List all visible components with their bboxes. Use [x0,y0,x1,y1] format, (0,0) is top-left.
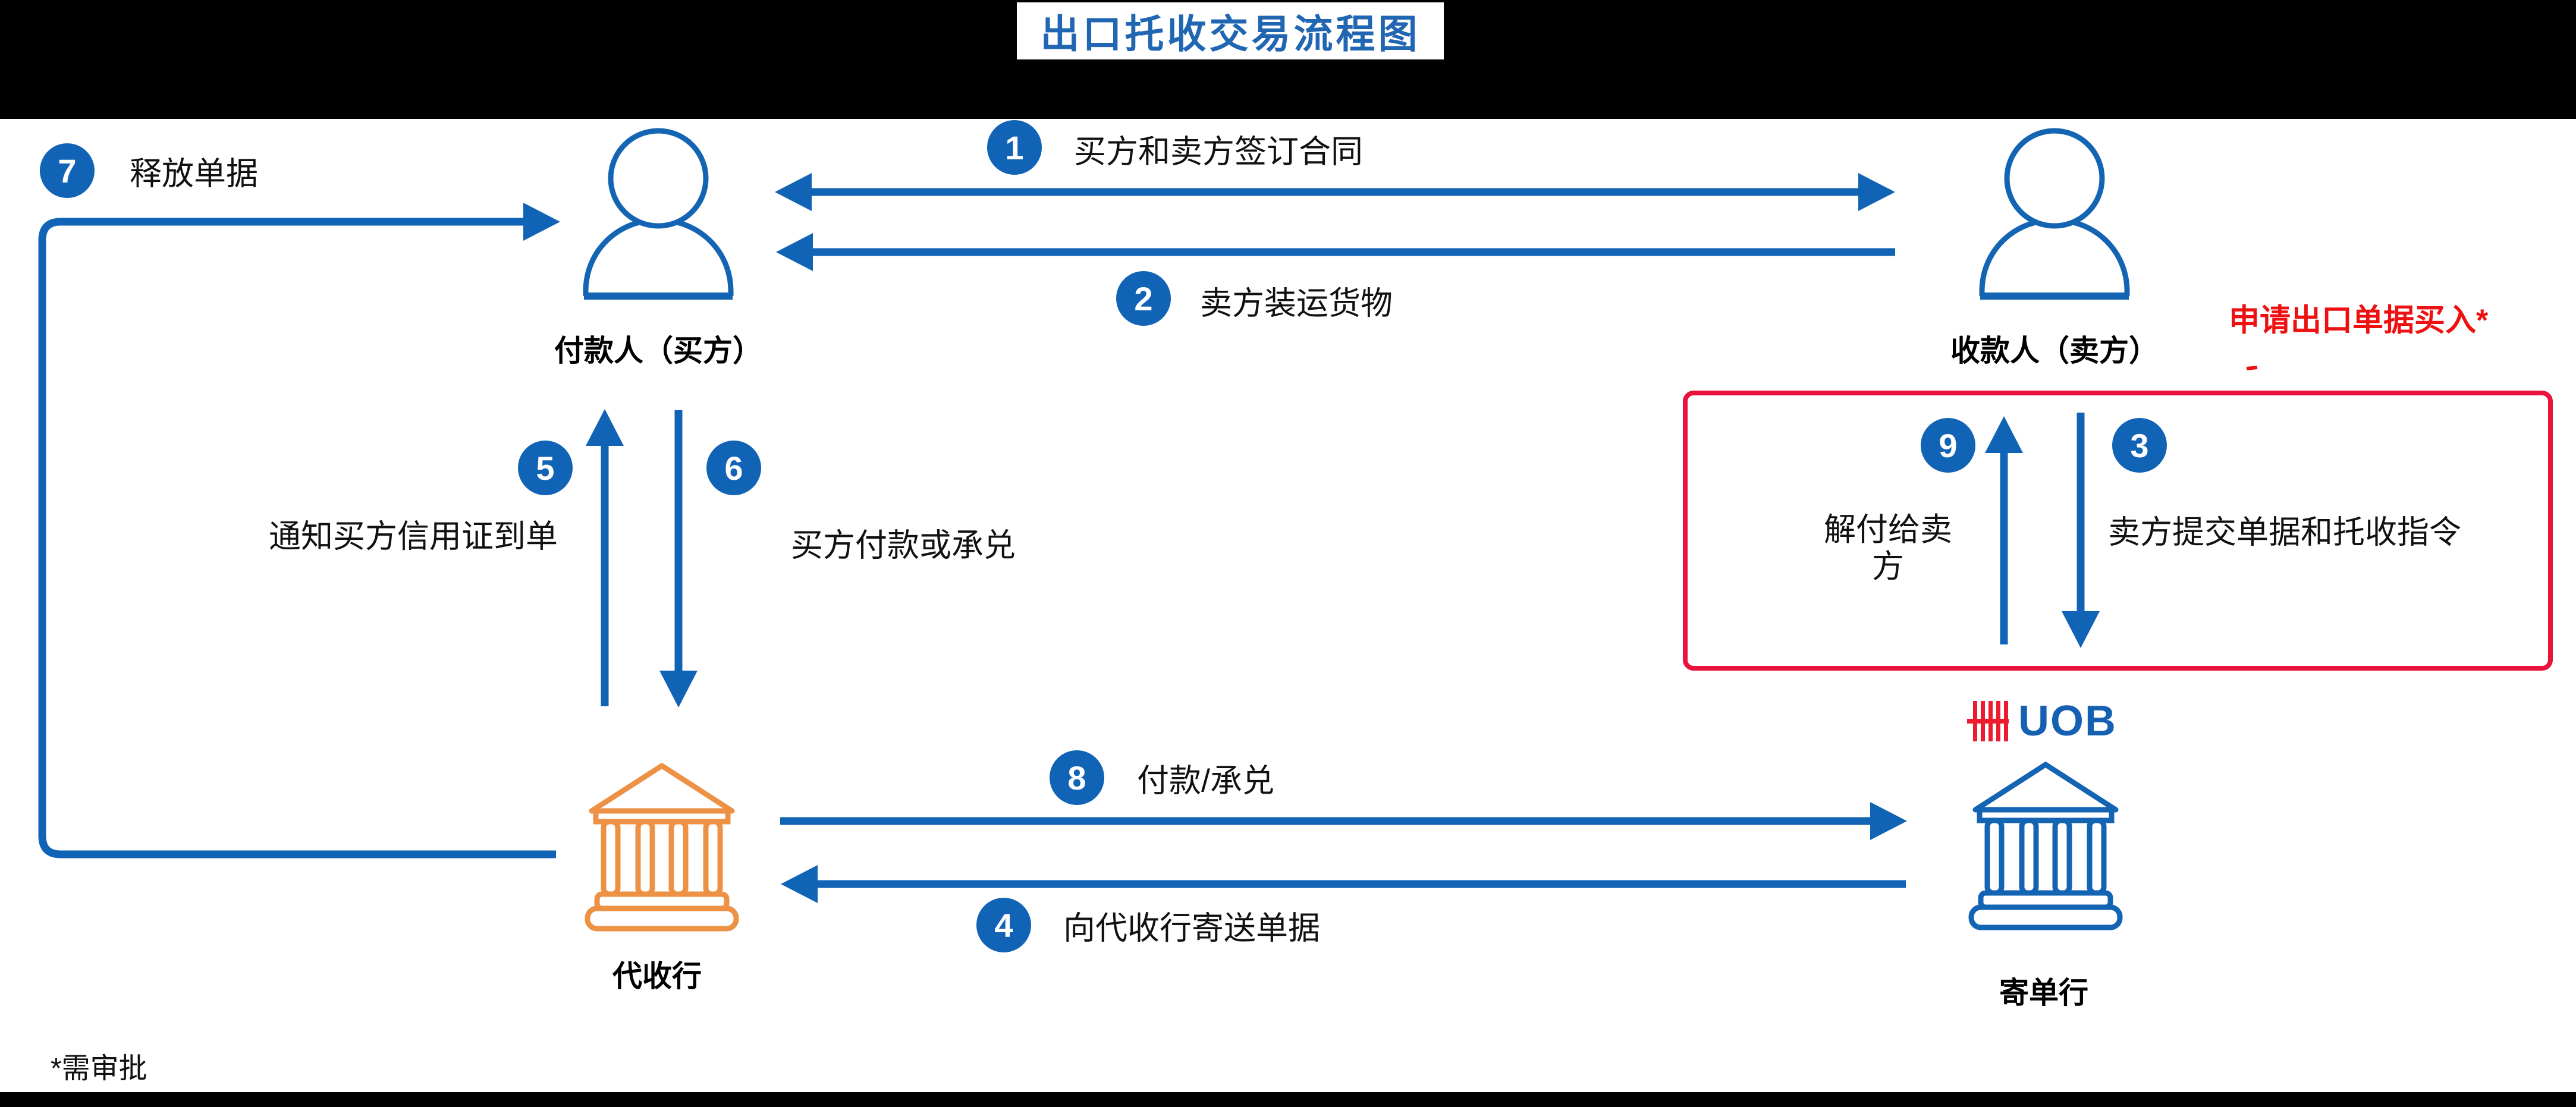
step-7-badge: 7 [40,143,95,198]
buyer-label: 付款人（买方） [554,334,762,367]
step-2-label: 卖方装运货物 [1200,285,1393,322]
uob-logo: UOB [1967,697,2117,746]
step-8-badge: 8 [1050,750,1104,805]
step-4-badge: 4 [976,898,1031,952]
step-4-label: 向代收行寄送单据 [1063,910,1320,946]
arrow-step-6-down-icon [659,410,698,707]
seller-label: 收款人（卖方） [1950,334,2159,367]
uob-five-bars-icon [1967,701,2009,741]
arrow-step-9-up-icon [1985,416,2023,644]
arrow-step-7-elbow-icon [38,203,560,858]
arrow-step-3-down-icon [2062,413,2100,648]
export-purchase-highlight-box [1683,391,2553,671]
step-9-label: 解付给卖方 [1824,512,1952,584]
remitting-bank-label: 寄单行 [1999,976,2088,1009]
step-3-badge: 3 [2112,418,2167,473]
collecting-bank-label: 代收行 [612,960,702,993]
apply-export-purchase-note: 申请出口单据买入* [2229,303,2489,338]
collecting-bank-building-icon [576,761,748,939]
bottom-black-bar [0,1092,2576,1107]
buyer-person-icon [580,125,737,304]
arrow-step-4-left-icon [781,865,1906,903]
arrow-step-1-double-icon [775,173,1895,211]
step-7-label: 释放单据 [130,156,258,192]
step-2-badge: 2 [1116,271,1171,326]
page-title: 出口托收交易流程图 [1040,12,1421,56]
arrow-step-2-left-icon [776,233,1895,271]
step-5-badge: 5 [518,441,573,495]
remitting-bank-building-icon [1959,760,2132,938]
step-3-label: 卖方提交单据和托收指令 [2108,514,2461,551]
step-6-label: 买方付款或承兑 [791,527,1016,564]
step-8-label: 付款/承兑 [1137,763,1275,799]
title-box: 出口托收交易流程图 [1017,2,1444,59]
approval-footnote: *需审批 [51,1053,147,1084]
uob-logo-text: UOB [2018,697,2117,745]
step-9-badge: 9 [1921,418,1975,473]
step-1-label: 买方和卖方签订合同 [1074,134,1363,170]
step-1-badge: 1 [987,120,1042,175]
step-5-label: 通知买方信用证到单 [269,518,558,555]
seller-person-icon [1976,125,2133,304]
arrow-step-5-up-icon [586,409,624,706]
arrow-step-8-right-icon [780,802,1907,840]
step-6-badge: 6 [706,441,761,495]
